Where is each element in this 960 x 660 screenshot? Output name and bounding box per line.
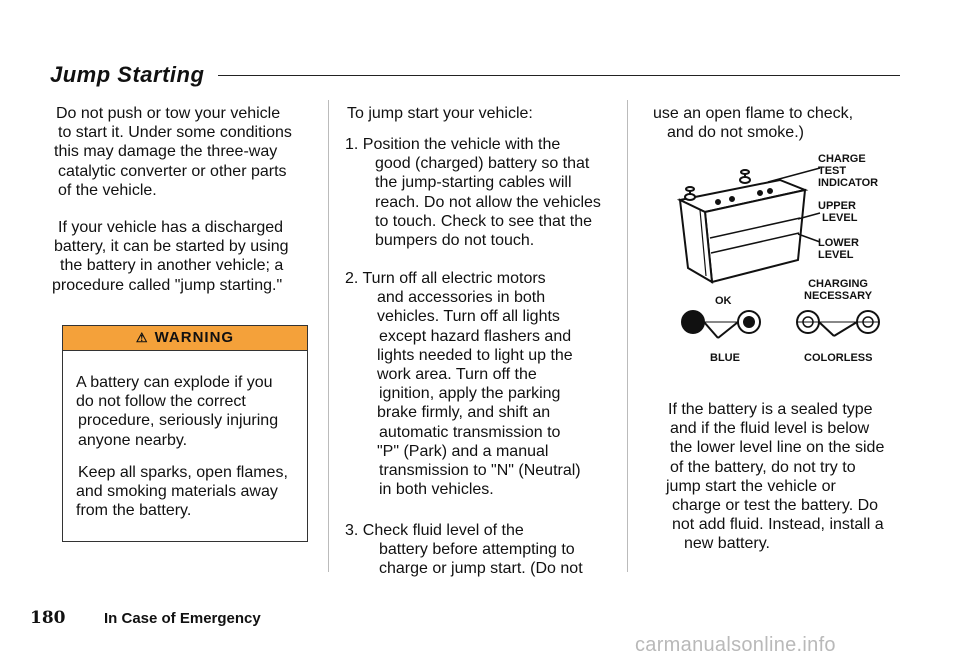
label-line: UPPER [818, 200, 856, 212]
text-line: Keep all sparks, open flames, [78, 464, 288, 481]
text-line: charge or jump start. (Do not [379, 560, 583, 578]
text-line: 1. Position the vehicle with the [345, 136, 561, 153]
text-line: vehicles. Turn off all lights [377, 308, 560, 326]
text-line: automatic transmission to [379, 423, 561, 441]
column-divider-2 [627, 100, 628, 572]
lower-level-label: LOWER LEVEL [818, 237, 859, 261]
text-line: If your vehicle has a discharged [58, 219, 284, 236]
text-line: and accessories in both [377, 289, 546, 307]
charging-necessary-label: CHARGING NECESSARY [804, 278, 872, 302]
warning-text-1: A battery can explode if you do not foll… [76, 373, 278, 450]
text-line: reach. Do not allow the vehicles [375, 193, 601, 211]
text-line: use an open flame to check, [653, 105, 854, 122]
discharged-paragraph: If your vehicle has a discharged battery… [52, 218, 289, 295]
text-line: A battery can explode if you [76, 374, 273, 391]
text-line: work area. Turn off the [377, 366, 537, 384]
charge-test-indicator-label: CHARGE TEST INDICATOR [818, 153, 878, 189]
label-line: CHARGING [808, 278, 868, 290]
text-line: of the battery, do not try to [670, 458, 856, 476]
text-line: and do not smoke.) [667, 124, 804, 142]
page-title: Jump Starting [50, 62, 205, 87]
warning-text-2: Keep all sparks, open flames, and smokin… [76, 463, 288, 521]
battery-diagram: CHARGE TEST INDICATOR UPPER LEVEL LOWER … [670, 150, 910, 370]
text-line: bumpers do not touch. [375, 232, 535, 250]
section-name: In Case of Emergency [104, 610, 261, 627]
text-line: procedure called "jump starting." [52, 276, 283, 294]
colorless-label: COLORLESS [804, 352, 873, 364]
upper-level-label: UPPER LEVEL [818, 200, 857, 224]
text-line: to touch. Check to see that the [375, 212, 593, 230]
warning-box: ⚠ WARNING A battery can explode if you do… [62, 325, 308, 542]
text-line: of the vehicle. [58, 181, 157, 199]
text-line: to start it. Under some conditions [58, 124, 292, 142]
text-line: except hazard flashers and [379, 327, 572, 345]
text-line: 2. Turn off all electric motors [345, 270, 546, 287]
text-line: ignition, apply the parking [379, 385, 561, 403]
step-2: 2. Turn off all electric motors and acce… [345, 269, 581, 499]
text-line: Do not push or tow your vehicle [56, 105, 281, 122]
label-line: INDICATOR [818, 177, 879, 189]
step-3: 3. Check fluid level of the battery befo… [345, 521, 583, 579]
text-line: lights needed to light up the [377, 346, 573, 364]
title-rule [218, 75, 900, 76]
text-line: and if the fluid level is below [670, 420, 870, 438]
text-line: "P" (Park) and a manual [377, 442, 549, 460]
text-line: jump start the vehicle or [666, 477, 836, 495]
text-line: 3. Check fluid level of the [345, 522, 524, 539]
warning-label: WARNING [154, 329, 235, 346]
text-line: and smoking materials away [76, 483, 278, 501]
label-line: LOWER [818, 237, 859, 249]
text-line: not add fluid. Instead, install a [672, 516, 884, 534]
text-line: If the battery is a sealed type [668, 401, 873, 418]
column-divider-1 [328, 100, 329, 572]
warning-header: ⚠ WARNING [63, 326, 307, 351]
step-1: 1. Position the vehicle with the good (c… [345, 135, 601, 250]
sealed-battery-paragraph: If the battery is a sealed type and if t… [666, 400, 885, 554]
text-line: good (charged) battery so that [375, 155, 590, 173]
label-line: LEVEL [822, 212, 858, 224]
text-line: catalytic converter or other parts [58, 162, 287, 180]
step-3-continued: use an open flame to check, and do not s… [653, 104, 853, 142]
text-line: brake firmly, and shift an [377, 404, 551, 422]
text-line: the lower level line on the side [670, 439, 885, 457]
text-line: transmission to "N" (Neutral) [379, 462, 581, 480]
text-line: anyone nearby. [78, 431, 188, 449]
text-line: procedure, seriously injuring [78, 412, 279, 430]
text-line: the battery in another vehicle; a [60, 257, 284, 275]
text-line: the jump-starting cables will [375, 174, 572, 192]
warning-triangle-icon: ⚠ [135, 330, 149, 345]
label-line: NECESSARY [804, 290, 873, 302]
label-line: CHARGE [818, 153, 866, 165]
text-line: new battery. [684, 535, 770, 553]
text-line: in both vehicles. [379, 481, 494, 499]
label-line: LEVEL [818, 249, 854, 261]
blue-label: BLUE [710, 352, 740, 364]
watermark: carmanualsonline.info [635, 634, 836, 656]
steps-intro: To jump start your vehicle: [347, 105, 533, 122]
text-line: from the battery. [76, 502, 192, 520]
ok-label: OK [715, 295, 732, 307]
intro-paragraph: Do not push or tow your vehicle to start… [54, 104, 292, 200]
text-line: do not follow the correct [76, 393, 246, 411]
label-line: TEST [818, 165, 847, 177]
text-line: battery before attempting to [379, 541, 575, 559]
page-number: 180 [30, 608, 66, 628]
text-line: charge or test the battery. Do [672, 497, 879, 515]
battery-illustration [676, 167, 880, 339]
text-line: this may damage the three-way [54, 143, 278, 161]
text-line: battery, it can be started by using [54, 238, 289, 256]
